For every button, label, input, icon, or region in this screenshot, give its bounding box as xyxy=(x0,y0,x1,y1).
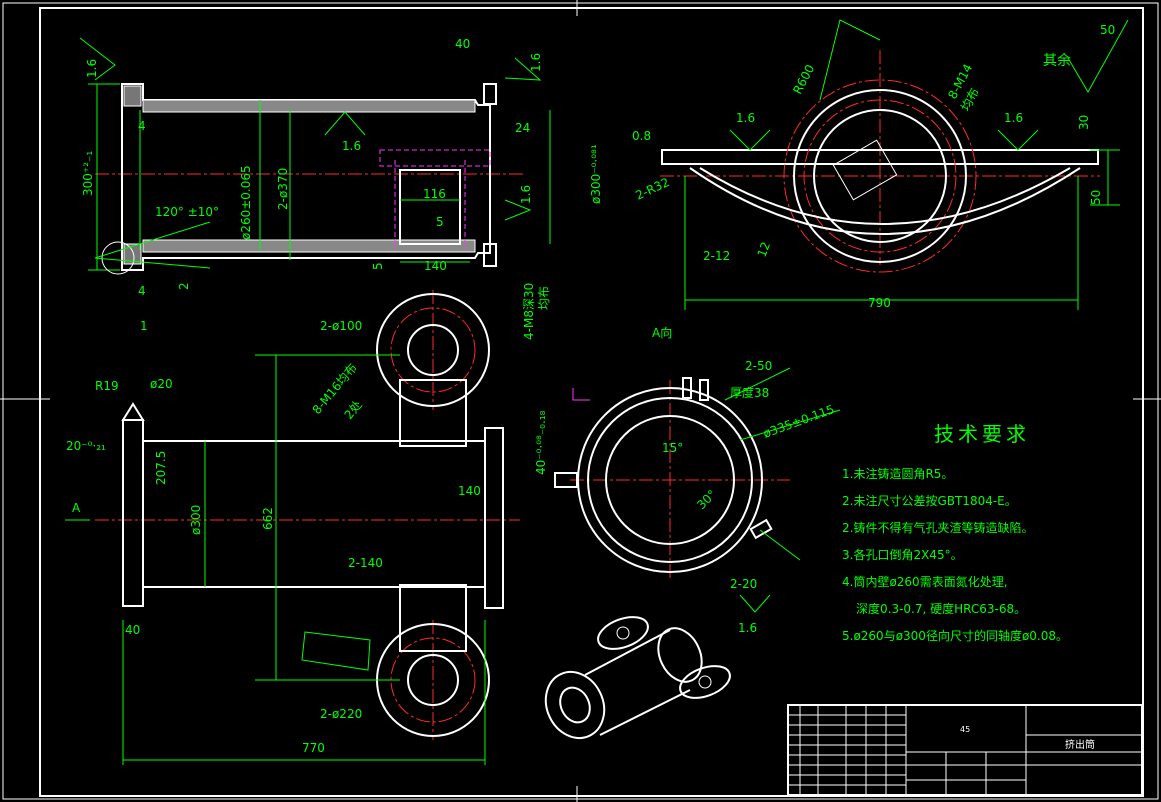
dim-phi300-tol: ø300⁻⁰·⁰⁸¹ xyxy=(589,144,603,204)
dim-30: 30 xyxy=(1077,115,1091,130)
dim-770: 770 xyxy=(302,741,325,755)
dim-2-140: 2-140 xyxy=(348,556,383,570)
dim-phi335: ø335±0.115 xyxy=(761,402,836,441)
dim-116: 116 xyxy=(423,187,446,201)
dim-phi260: ø260±0.065 xyxy=(239,165,253,240)
note-m8-b: 均布 xyxy=(537,286,551,310)
flange-view xyxy=(660,19,1129,310)
section-view xyxy=(79,37,551,275)
dim-140-a: 140 xyxy=(424,259,447,273)
dim-phi370: 2-ø370 xyxy=(276,168,290,210)
tech-note-1: 1.未注铸造圆角R5。 xyxy=(842,467,954,481)
dim-2-50: 2-50 xyxy=(745,359,772,373)
dim-r32: 2-R32 xyxy=(633,175,671,203)
dim-40-b: 40 xyxy=(125,623,140,637)
rough-1-6-a: 1.6 xyxy=(85,59,99,78)
note-m8: 4-M8深30 xyxy=(522,283,536,340)
inner-frame xyxy=(39,7,1144,797)
isometric-view xyxy=(544,616,731,740)
dim-790: 790 xyxy=(868,296,891,310)
rough-1-6-b: 1.6 xyxy=(529,53,543,72)
dim-phi300: ø300 xyxy=(189,505,203,535)
tech-notes: 技术要求 1.未注铸造圆角R5。 2.未注尺寸公差按GBT1804-E。 2.铸… xyxy=(842,418,1132,650)
dim-40-tol: 40⁻⁰·⁰⁸₋₀.₁₈ xyxy=(534,410,548,475)
dim-4-top: 4 xyxy=(138,119,146,133)
dim-phi100: 2-ø100 xyxy=(320,319,362,333)
tech-note-5: 4.筒内壁ø260需表面氮化处理, xyxy=(842,575,1008,589)
dim-30deg: 30° xyxy=(694,487,719,512)
dim-12: 12 xyxy=(755,240,773,259)
rough-rest-label: 其余 xyxy=(1043,52,1071,69)
dim-2: 2 xyxy=(177,282,191,290)
title-block xyxy=(787,704,1143,796)
dim-phi220: 2-ø220 xyxy=(320,707,362,721)
rough-1-6-f: 1.6 xyxy=(1004,111,1023,125)
label-a: A xyxy=(72,501,81,515)
dim-5-a: 5 xyxy=(436,215,444,229)
dim-phi20: ø20 xyxy=(150,377,173,391)
dim-15deg: 15° xyxy=(662,441,683,455)
dim-2-20: 2-20 xyxy=(730,577,757,591)
dim-r19: R19 xyxy=(95,379,119,393)
dim-207-5: 207.5 xyxy=(154,451,168,485)
dim-140-b: 140 xyxy=(458,484,481,498)
rough-1-6-d: 1.6 xyxy=(519,185,533,204)
dim-50: 50 xyxy=(1089,190,1103,205)
note-m16-b: 2处 xyxy=(342,398,365,422)
rough-rest-value: 50 xyxy=(1100,23,1115,37)
dim-300-top: 300⁺²₋₁ xyxy=(81,151,95,196)
dim-2-12: 2-12 xyxy=(703,249,730,263)
titleblock-material: 45 xyxy=(960,725,970,734)
front-view xyxy=(65,290,520,765)
dim-1: 1 xyxy=(140,319,148,333)
dim-thk38: 厚度38 xyxy=(730,385,769,400)
tech-note-6: 深度0.3-0.7, 硬度HRC63-68。 xyxy=(856,602,1027,616)
dim-662: 662 xyxy=(261,507,275,530)
dim-r600: R600 xyxy=(790,62,817,96)
tech-note-2: 2.未注尺寸公差按GBT1804-E。 xyxy=(842,494,1017,508)
dim-24: 24 xyxy=(515,121,530,135)
dim-angle120: 120° ±10° xyxy=(155,205,219,219)
dim-40: 40 xyxy=(455,37,470,51)
rough-1-6-e: 1.6 xyxy=(736,111,755,125)
tech-note-4: 3.各孔口倒角2X45°。 xyxy=(842,548,963,562)
dim-20-tol: 20⁻⁰·₂₁ xyxy=(66,439,106,453)
rough-1-6-c: 1.6 xyxy=(342,139,361,153)
rough-0-8: 0.8 xyxy=(632,129,651,143)
label-a-dir: A向 xyxy=(652,325,672,340)
titleblock-part-name: 挤出筒 xyxy=(1065,738,1095,751)
rough-1-6-g: 1.6 xyxy=(738,621,757,635)
tech-note-7: 5.ø260与ø300径向尺寸的同轴度ø0.08。 xyxy=(842,629,1069,643)
tech-note-3: 2.铸件不得有气孔夹渣等铸造缺陷。 xyxy=(842,521,1034,535)
dim-4-bottom: 4 xyxy=(138,284,146,298)
dim-5-b: 5 xyxy=(371,262,385,270)
tech-notes-title: 技术要求 xyxy=(934,422,1030,446)
a-view xyxy=(554,367,841,613)
